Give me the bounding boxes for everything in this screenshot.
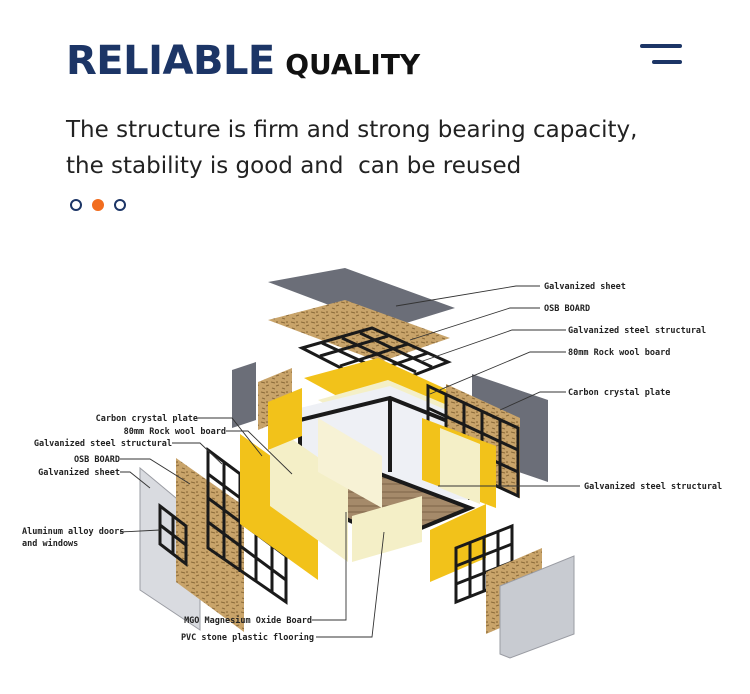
carousel-dots <box>70 199 126 211</box>
label-osb-board-left: OSB BOARD <box>74 455 120 465</box>
menu-icon[interactable] <box>640 44 686 66</box>
label-aluminum-doors-line-1: Aluminum alloy doors <box>22 526 124 537</box>
exploded-structure-diagram: Galvanized sheet OSB BOARD Galvanized st… <box>22 268 722 659</box>
left-window-frame <box>158 502 188 568</box>
left-rock-wool <box>270 424 348 562</box>
label-aluminum-doors-line-2: and windows <box>22 538 78 549</box>
leader-osb-board-top <box>409 307 540 341</box>
description-line-1: The structure is firm and strong bearing… <box>66 117 638 143</box>
label-pvc-flooring: PVC stone plastic flooring <box>181 632 314 643</box>
roof-steel-frame <box>297 326 452 390</box>
leader-steel-top <box>419 329 566 363</box>
label-galvanized-steel-structural-right: Galvanized steel structural <box>584 481 722 492</box>
label-rock-wool-left: 80mm Rock wool board <box>124 427 226 437</box>
leader-galvanized-sheet-top <box>395 285 540 307</box>
title-sub: QUALITY <box>285 48 421 81</box>
left-mgo-board <box>318 418 382 508</box>
carousel-dot-2[interactable] <box>92 199 104 211</box>
label-galvanized-sheet-left: Galvanized sheet <box>38 467 120 478</box>
label-galvanized-steel-structural-top: Galvanized steel structural <box>568 325 706 336</box>
back-left-carbon <box>268 388 302 450</box>
back-left-sheet <box>232 362 256 428</box>
leader-rock-wool-right <box>429 351 566 395</box>
page-header: RELIABLE QUALITY <box>66 38 420 84</box>
label-mgo-board: MGO Magnesium Oxide Board <box>184 615 312 626</box>
leader-aluminum-doors <box>119 529 161 533</box>
front-right-galvanized-sheet <box>499 555 575 659</box>
roof-galvanized-sheet <box>268 268 455 328</box>
description-line-2: the stability is good and can be reused <box>66 153 522 179</box>
carousel-dot-3[interactable] <box>114 199 126 211</box>
front-floor-cream-panel <box>352 496 422 562</box>
leader-pvc-flooring <box>316 531 385 638</box>
label-rock-wool-right: 80mm Rock wool board <box>568 348 670 358</box>
description: The structure is firm and strong bearing… <box>66 112 706 184</box>
leader-carbon-left <box>198 417 263 457</box>
label-carbon-crystal-left: Carbon crystal plate <box>96 414 198 424</box>
carousel-dot-1[interactable] <box>70 199 82 211</box>
leader-steel-left <box>172 442 223 465</box>
right-rock-wool <box>440 428 480 504</box>
label-carbon-crystal-right: Carbon crystal plate <box>568 388 670 398</box>
title-main: RELIABLE <box>66 38 275 84</box>
leader-carbon-right <box>499 391 566 411</box>
leader-osb-left <box>120 458 191 485</box>
leader-galvanized-sheet-left <box>120 471 151 489</box>
label-osb-board-top: OSB BOARD <box>544 304 590 314</box>
label-galvanized-sheet-top: Galvanized sheet <box>544 281 626 292</box>
front-right-carbon-crystal-plate <box>430 504 486 582</box>
leader-rock-wool-left <box>226 430 293 475</box>
leader-lines <box>119 285 580 638</box>
left-osb-board <box>176 458 244 632</box>
label-galvanized-steel-structural-left: Galvanized steel structural <box>34 438 172 449</box>
leader-mgo-board <box>312 512 347 621</box>
